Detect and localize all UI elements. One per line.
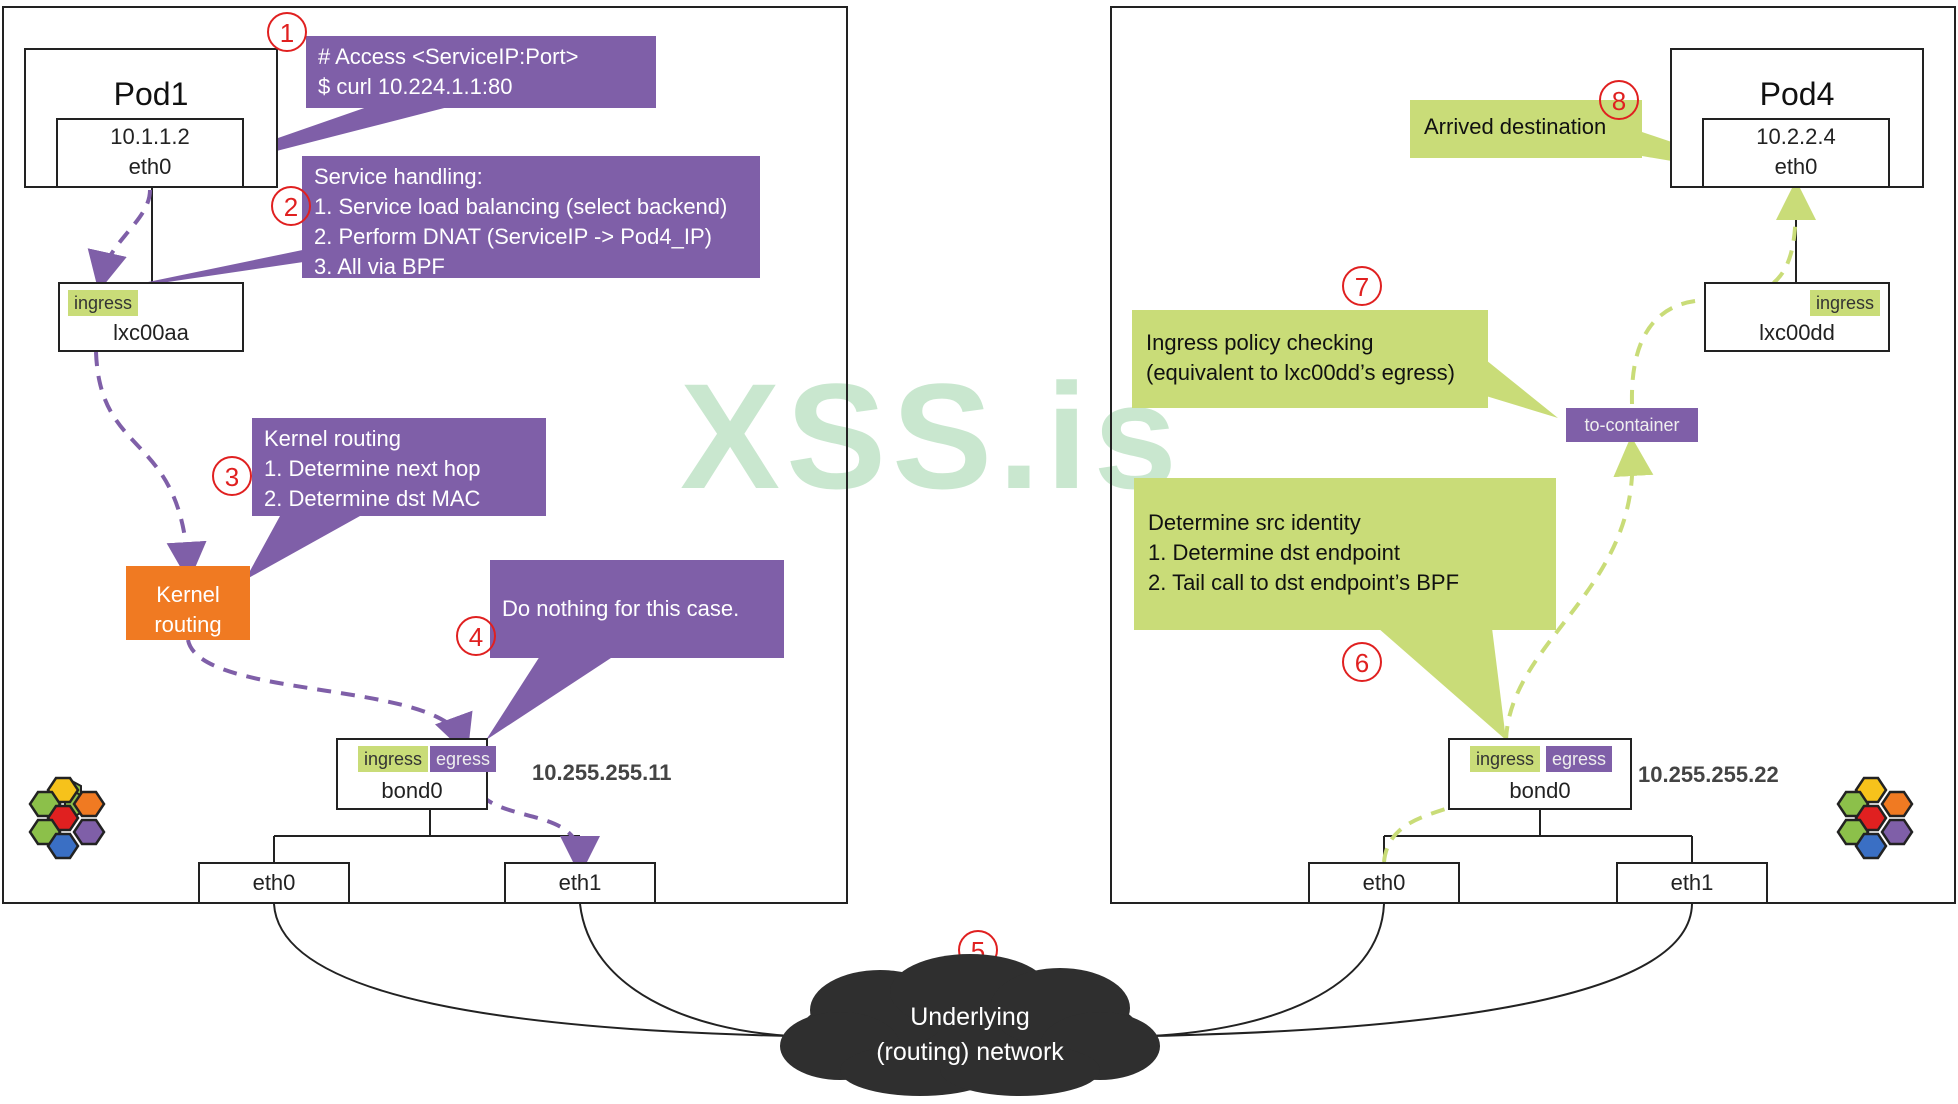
lxc00aa-ingress-badge: ingress (68, 290, 139, 316)
lxc00aa-box: ingress lxc00aa (58, 282, 244, 352)
network-cloud-label: Underlying (routing) network (876, 1003, 1064, 1066)
callout-3: Kernel routing 1. Determine next hop 2. … (252, 418, 546, 516)
right-eth1-cable (1149, 903, 1693, 1037)
step-7-marker: 7 (1342, 266, 1382, 306)
lxc00dd-label: lxc00dd (1759, 320, 1835, 345)
right-host-frame (1110, 6, 1956, 904)
right-bond0-label: bond0 (1509, 778, 1571, 803)
right-nic-eth0: eth0 (1308, 862, 1460, 904)
step-2-marker: 2 (271, 186, 311, 226)
callout-7-tail (1486, 360, 1558, 418)
right-nic-eth1: eth1 (1616, 862, 1768, 904)
pod1-ip: 10.1.1.2 (110, 124, 190, 149)
callout-6-tail (1378, 628, 1506, 740)
step-6-marker: 6 (1342, 642, 1382, 682)
callout-6: Determine src identity 1. Determine dst … (1134, 478, 1556, 630)
lxc00aa-label: lxc00aa (113, 320, 189, 345)
step-8-marker: 8 (1599, 80, 1639, 120)
step-4-marker: 4 (456, 616, 496, 656)
flow-bond-to-eth1 (468, 773, 600, 876)
left-bond0-label: bond0 (381, 778, 443, 803)
step-1-marker: 1 (267, 12, 307, 52)
left-bond0-box: ingress egress bond0 (336, 738, 497, 810)
callout-7: Ingress policy checking (equivalent to l… (1132, 310, 1488, 408)
network-cloud-icon (780, 954, 1160, 1096)
callout-4-tail (486, 656, 614, 740)
right-cilium-logo-icon (1836, 776, 1914, 860)
pod1-iface: eth0 (128, 154, 172, 179)
watermark: XSS.is (680, 352, 1183, 520)
callout-1: # Access <ServiceIP:Port> $ curl 10.224.… (306, 36, 656, 108)
right-bond0-ingress-badge: ingress (1470, 746, 1541, 772)
left-eth0-cable (273, 903, 791, 1037)
right-bond0-box: ingress egress bond0 (1448, 738, 1632, 810)
lxc00dd-box: ingress lxc00dd (1704, 282, 1890, 352)
lxc00dd-ingress-badge: ingress (1809, 290, 1880, 316)
left-bond0-ingress-badge: ingress (358, 746, 429, 772)
right-bond0-ip: 10.255.255.22 (1638, 762, 1779, 787)
to-container-badge: to-container (1566, 408, 1698, 442)
callout-2: Service handling: 1. Service load balanc… (302, 156, 760, 279)
left-eth1-cable (579, 903, 791, 1037)
right-bond0-egress-badge: egress (1546, 746, 1613, 772)
callout-3-tail (245, 516, 360, 580)
left-bond0-ip: 10.255.255.11 (532, 760, 672, 785)
pod4-title: Pod4 (1759, 76, 1835, 112)
left-cilium-logo-icon (28, 776, 106, 860)
left-nic-eth1: eth1 (504, 862, 656, 904)
pod1-title: Pod1 (113, 76, 189, 112)
left-nic-eth0: eth0 (198, 862, 350, 904)
step-3-marker: 3 (212, 456, 252, 496)
callout-4: Do nothing for this case. (490, 560, 784, 658)
pod4-eth0: 10.2.2.4 eth0 (1702, 118, 1890, 188)
left-host-frame (2, 6, 848, 904)
flow-bond-to-tocontainer (1504, 436, 1654, 741)
flow-pod1-to-lxc (87, 189, 152, 292)
pod1-eth0: 10.1.1.2 eth0 (56, 118, 244, 188)
pod4-ip: 10.2.2.4 (1756, 124, 1836, 149)
right-eth0-cable (1149, 903, 1385, 1037)
flow-kernel-to-bond (186, 639, 473, 756)
callout-8: Arrived destination (1410, 100, 1642, 158)
kernel-routing-box: Kernel routing (126, 566, 250, 640)
left-bond0-egress-badge: egress (430, 746, 497, 772)
pod4-iface: eth0 (1774, 154, 1818, 179)
flow-lxc-to-kernel (94, 351, 207, 582)
